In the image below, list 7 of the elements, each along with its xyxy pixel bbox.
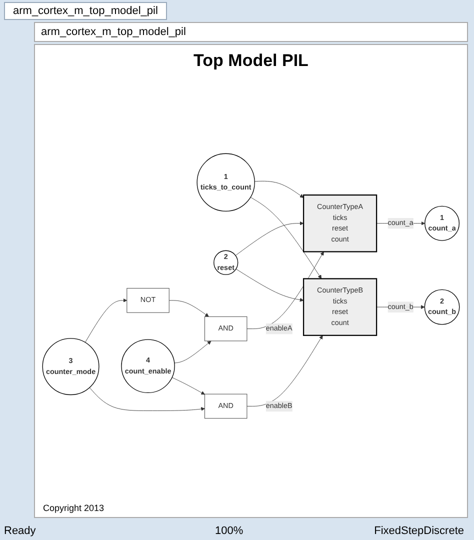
- breadcrumb-text: arm_cortex_m_top_model_pil: [34, 22, 468, 42]
- status-text: Ready: [4, 525, 36, 537]
- copyright-note: Copyright 2013: [43, 503, 104, 513]
- tab-label: arm_cortex_m_top_model_pil: [4, 2, 167, 20]
- diagram-title: Top Model PIL: [192, 51, 310, 71]
- zoom-level: 100%: [215, 525, 244, 537]
- solver-name: FixedStepDiscrete: [374, 525, 464, 537]
